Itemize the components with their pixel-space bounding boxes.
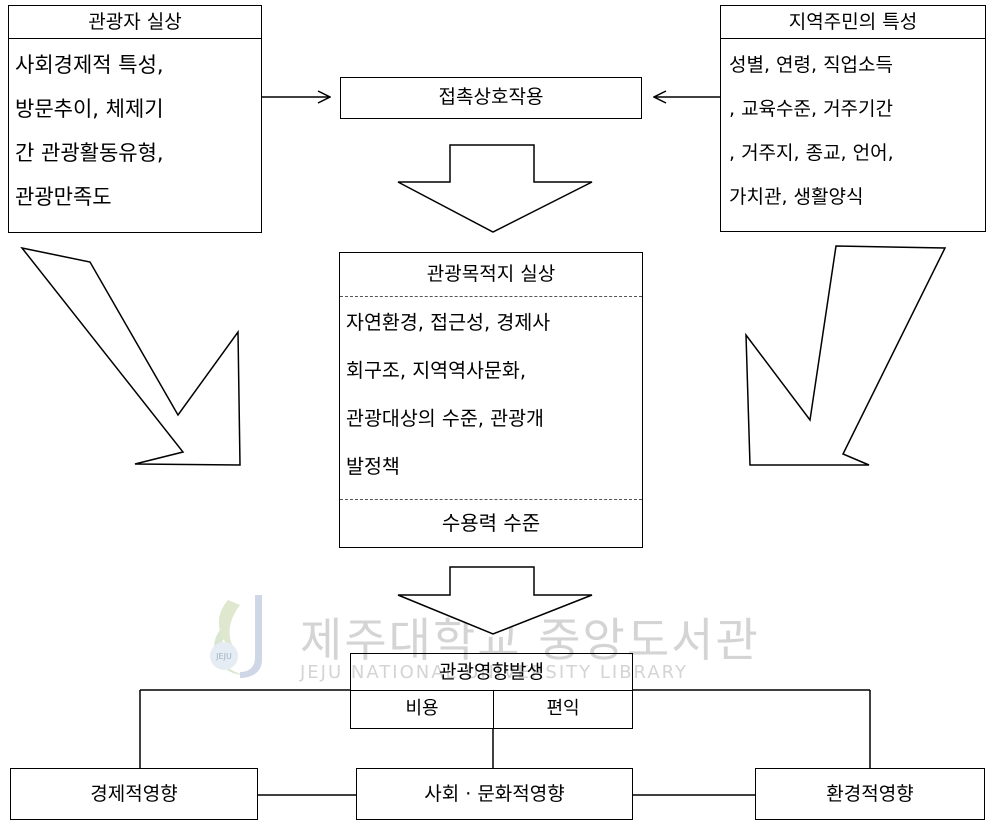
destination-line-2: 회구조, 지역역사문화, [346, 359, 527, 382]
impact-title: 관광영향발생 [351, 654, 632, 691]
resident-line-3: , 거주지, 종교, 언어, [729, 142, 894, 164]
environmental-impact-box: 환경적영향 [755, 768, 985, 820]
economic-impact-box: 경제적영향 [10, 768, 258, 820]
down-arrow-large-2 [397, 566, 593, 635]
social-cultural-impact-box: 사회 · 문화적영향 [356, 768, 633, 820]
down-arrow-large-1 [397, 144, 593, 233]
tourist-line-2: 방문추이, 체제기 [15, 97, 164, 121]
tourist-line-1: 사회경제적 특성, [15, 53, 164, 77]
interaction-label: 접촉상호작용 [438, 86, 544, 108]
diagonal-arrow-right [745, 245, 947, 466]
environmental-impact-label: 환경적영향 [826, 783, 914, 805]
destination-line-3: 관광대상의 수준, 관광개 [346, 407, 544, 430]
destination-divider [340, 499, 642, 500]
tourist-box: 관광자 실상 사회경제적 특성, 방문추이, 체제기 간 관광활동유형, 관광만… [8, 5, 262, 233]
impact-cost: 비용 [351, 691, 494, 728]
social-cultural-impact-label: 사회 · 문화적영향 [424, 783, 565, 805]
tourist-box-title: 관광자 실상 [9, 6, 261, 39]
destination-footer: 수용력 수준 [441, 511, 541, 535]
resident-box-body: 성별, 연령, 직업소득 , 교육수준, 거주기간 , 거주지, 종교, 언어,… [721, 39, 985, 219]
destination-box: 관광목적지 실상 자연환경, 접근성, 경제사 회구조, 지역역사문화, 관광대… [339, 252, 643, 548]
impact-box: 관광영향발생 비용 편익 [350, 653, 633, 729]
watermark-title: 제주대학교 중앙도서관 [300, 613, 760, 667]
destination-line-4: 발정책 [346, 455, 400, 478]
destination-box-body: 자연환경, 접근성, 경제사 회구조, 지역역사문화, 관광대상의 수준, 관광… [340, 297, 642, 499]
tourist-line-4: 관광만족도 [15, 185, 112, 209]
economic-impact-label: 경제적영향 [90, 783, 178, 805]
impact-benefit: 편익 [546, 698, 580, 719]
watermark-logo-text: JEJU [215, 652, 232, 661]
interaction-box: 접촉상호작용 [340, 77, 642, 119]
resident-line-4: 가치관, 생활양식 [729, 186, 864, 208]
tourist-box-body: 사회경제적 특성, 방문추이, 체제기 간 관광활동유형, 관광만족도 [9, 39, 261, 219]
watermark-subtitle: JEJU NATIONAL UNIVERSITY LIBRARY [300, 662, 688, 683]
watermark-logo: JEJU [200, 590, 272, 682]
destination-box-title: 관광목적지 실상 [340, 253, 642, 297]
resident-line-2: , 교육수준, 거주기간 [729, 98, 893, 120]
diagonal-arrow-left [20, 246, 241, 466]
resident-line-1: 성별, 연령, 직업소득 [729, 54, 893, 76]
resident-box-title: 지역주민의 특성 [721, 6, 985, 39]
resident-box: 지역주민의 특성 성별, 연령, 직업소득 , 교육수준, 거주기간 , 거주지… [720, 5, 986, 232]
tourist-line-3: 간 관광활동유형, [15, 141, 164, 165]
destination-line-1: 자연환경, 접근성, 경제사 [346, 311, 551, 334]
